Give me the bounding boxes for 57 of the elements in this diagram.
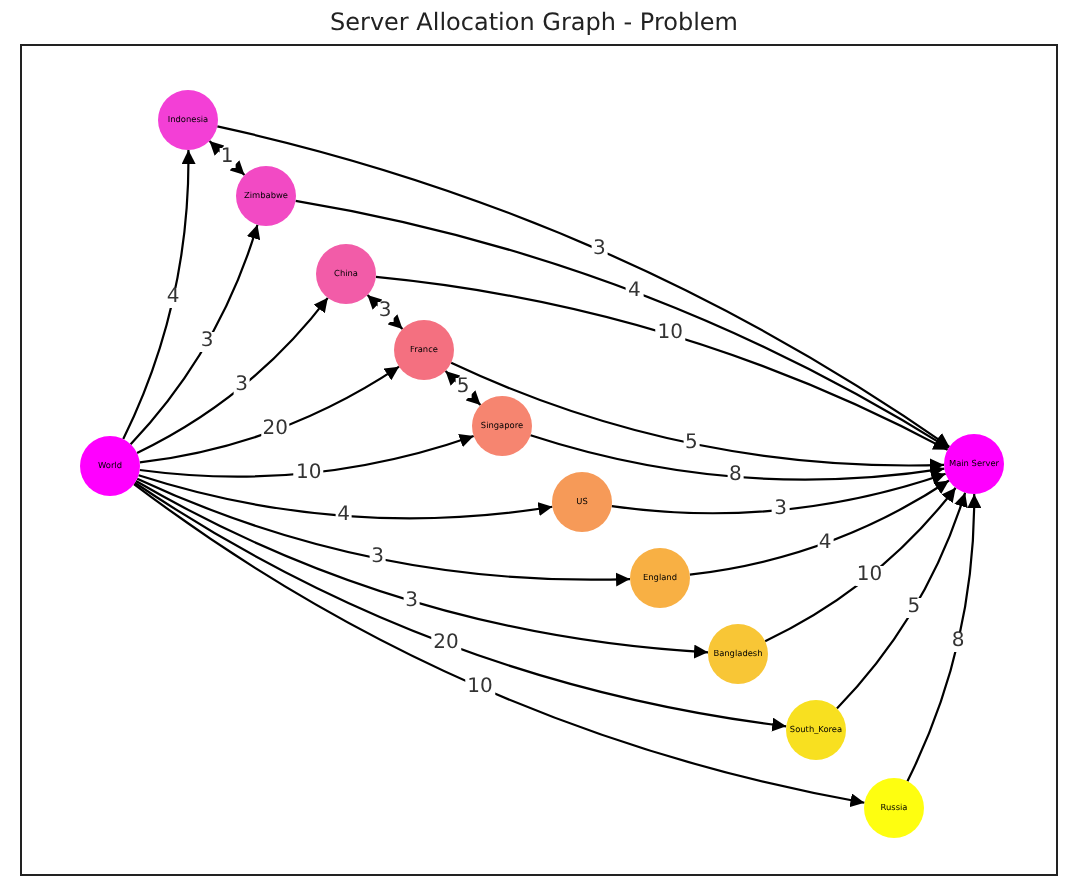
- edge-label: 1: [218, 148, 236, 168]
- arrow: [134, 481, 787, 732]
- edge-label: 4: [816, 533, 834, 554]
- arrow: [906, 494, 982, 782]
- edge-label: 10: [854, 565, 885, 586]
- chart-title: Server Allocation Graph - Problem: [328, 8, 740, 36]
- arrow: [129, 224, 260, 445]
- arrow: [136, 477, 631, 587]
- arrow: [136, 297, 329, 454]
- edge-label: 8: [727, 466, 744, 487]
- node-circle: [786, 700, 846, 760]
- edge-label: 3: [369, 548, 386, 569]
- edge-label: 3: [233, 376, 251, 397]
- arrow: [450, 361, 945, 473]
- node-circle: [316, 244, 376, 304]
- edge-label: 3: [198, 332, 216, 353]
- edge-label: 3: [403, 591, 421, 612]
- edge-label: 4: [335, 505, 352, 526]
- edge-label: 3: [591, 240, 608, 260]
- node-circle: [394, 320, 454, 380]
- arrow: [764, 487, 957, 643]
- edge-label: 4: [626, 281, 643, 302]
- arrow: [122, 150, 196, 440]
- node-circle: [472, 396, 532, 456]
- edge-label: 20: [260, 420, 290, 441]
- node-circle: [80, 436, 140, 496]
- arrow: [366, 294, 404, 330]
- edge-label: 8: [949, 631, 967, 652]
- edge-label: 3: [772, 500, 789, 520]
- node-circle: [236, 166, 296, 226]
- node-circle: [158, 90, 218, 150]
- node-circle: [630, 548, 690, 608]
- arrow: [836, 492, 968, 710]
- arrow: [217, 125, 951, 448]
- edge-label: 5: [454, 378, 472, 398]
- edge-label: 20: [431, 633, 461, 654]
- arrow: [138, 474, 553, 520]
- arrow: [611, 471, 946, 515]
- node-circle: [944, 434, 1004, 494]
- arrow: [375, 275, 949, 451]
- arrow: [295, 199, 950, 450]
- arrow: [530, 434, 945, 481]
- node-circle: [552, 472, 612, 532]
- arrow: [135, 480, 709, 659]
- arrow: [133, 483, 865, 807]
- node-circle: [864, 778, 924, 838]
- edge-label: 3: [376, 302, 394, 322]
- edge-label: 10: [294, 463, 324, 483]
- edge-label: 5: [683, 433, 700, 454]
- edge-label: 10: [655, 324, 686, 345]
- arrow: [139, 433, 475, 478]
- node-circle: [708, 624, 768, 684]
- edge-label: 10: [465, 677, 495, 698]
- arrow: [139, 365, 400, 464]
- arrow: [689, 479, 950, 576]
- edge-label: 4: [164, 288, 182, 309]
- edge-label: 5: [905, 598, 923, 619]
